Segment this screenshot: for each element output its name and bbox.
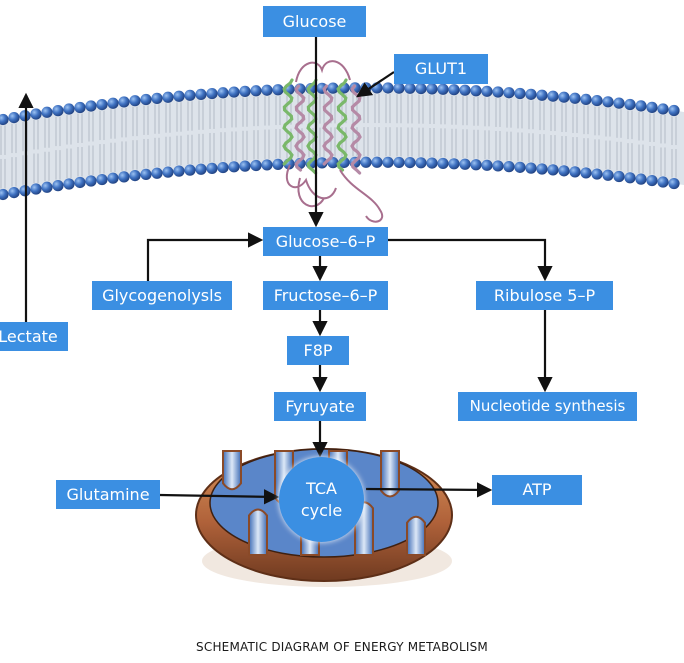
arrow-glut1-pointer: [356, 71, 395, 98]
arrow-glutamine-to-tca: [159, 489, 280, 505]
glutamine-node: Glutamine: [56, 480, 160, 509]
glut1-protein-icon: [282, 60, 384, 223]
ribulose-5-p-node: Ribulose 5–P: [476, 281, 613, 310]
atp-node: ATP: [492, 475, 582, 505]
glucose-6-p-node: Glucose–6–P: [263, 227, 388, 256]
f8p-node: F8P: [287, 336, 349, 365]
lactate-node: Lectate: [0, 322, 68, 351]
arrow-tca-to-atp: [365, 482, 493, 498]
figure-caption: SCHEMATIC DIAGRAM OF ENERGY METABOLISM: [196, 640, 488, 654]
tca-label-line2: cycle: [300, 500, 343, 520]
nucleotide-synthesis-node: Nucleotide synthesis: [458, 392, 637, 421]
lipid-bilayer-icon: [0, 82, 684, 201]
glut1-label: GLUT1: [394, 54, 488, 84]
arrow-g6p-to-ribulose: [388, 238, 553, 282]
pathway-arrows: [18, 37, 553, 505]
pyruvate-node: Fyruyate: [274, 392, 366, 421]
tca-cycle-node: TCA cycle: [279, 457, 364, 542]
fructose-6-p-node: Fructose–6–P: [263, 281, 388, 310]
arrow-glycogenolysis-to-g6p: [146, 232, 264, 281]
glycogenolysis-node: Glycogenolysls: [92, 281, 232, 310]
tca-label-line1: TCA: [306, 478, 337, 498]
glucose-node: Glucose: [263, 6, 366, 37]
